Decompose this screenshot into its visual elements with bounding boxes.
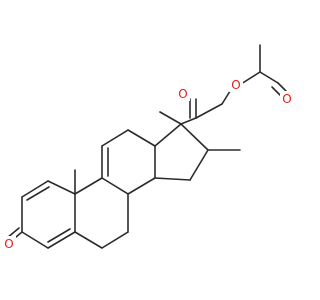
bond-c3	[127, 129, 156, 147]
ring-ketone-o-bg	[2, 236, 16, 251]
bond-a6	[21, 231, 49, 249]
bond-d3	[189, 149, 209, 181]
bond-a5	[47, 231, 76, 249]
bond-side-1	[180, 117, 197, 125]
bond-d1	[154, 123, 182, 147]
bond-d4	[154, 177, 191, 181]
bond-c2	[101, 129, 129, 147]
acetyl-o-label: O	[282, 92, 291, 106]
acetyl-o-bg	[280, 91, 294, 106]
atom-labels: O O O O	[2, 77, 294, 251]
bond-ester-2	[259, 71, 279, 84]
molecule-structure: O O O O	[2, 44, 294, 251]
bonds	[6, 44, 287, 249]
ketone-o-side-bg	[176, 86, 190, 101]
bond-side-2	[195, 103, 223, 119]
bond-b2	[101, 177, 129, 195]
bond-c5	[127, 177, 156, 195]
bond-a2-double	[26, 186, 50, 201]
bond-ester-double	[277, 82, 287, 92]
bond-methyl-c13	[159, 111, 182, 125]
bond-ester-1	[240, 71, 261, 85]
ketone-o-side-label: O	[178, 87, 187, 101]
ester-o-bg	[229, 77, 243, 92]
ring-ketone-o-label: O	[4, 237, 13, 251]
bond-ester-double-2	[271, 86, 281, 96]
bond-b5	[74, 231, 103, 249]
bond-a5-double	[47, 228, 71, 243]
bond-b4	[101, 231, 129, 249]
ester-o-label: O	[231, 78, 240, 92]
bond-b1	[74, 177, 103, 195]
bond-d2	[180, 123, 209, 151]
bond-a3	[47, 180, 76, 195]
bond-a2	[21, 180, 49, 198]
